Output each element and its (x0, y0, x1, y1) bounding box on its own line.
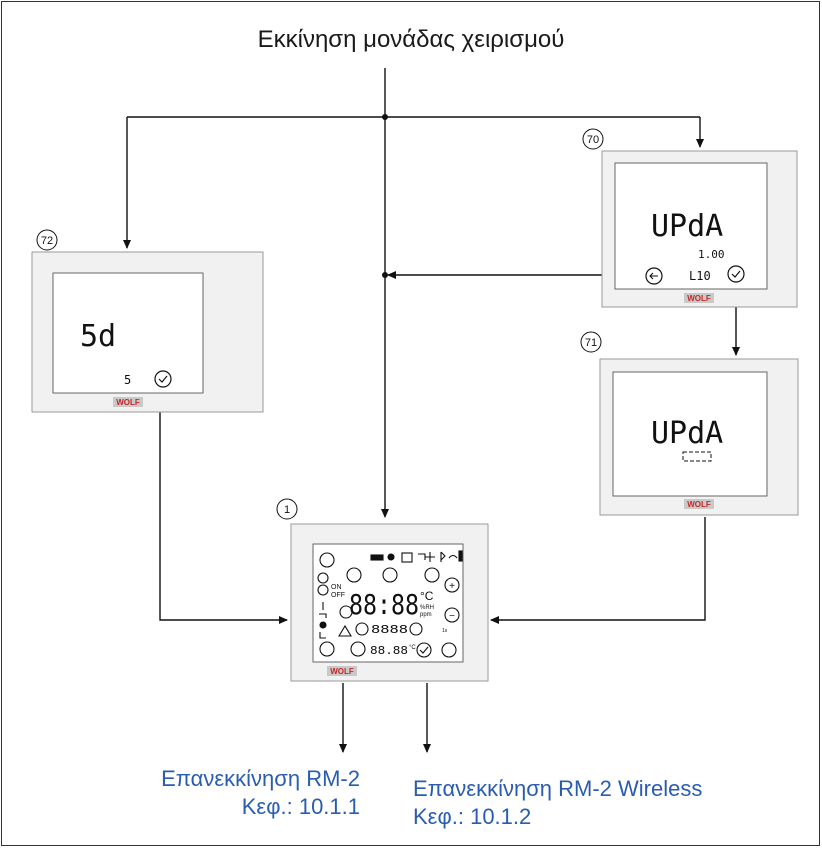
lcd-value-72: 5 (124, 373, 131, 387)
gear-icon (387, 553, 395, 561)
device-1: 1 ON OFF (276, 498, 489, 682)
72-to-1-line (159, 383, 288, 624)
tap-icon (418, 553, 426, 560)
device-70: 70 UPdA 1.00 L10 WOLF (582, 128, 798, 308)
fan-icon (425, 552, 435, 562)
lcd-version-70: L10 (689, 269, 711, 283)
power-icon (317, 572, 329, 584)
svg-text:WOLF: WOLF (687, 294, 711, 303)
lcd-main-71: UPdA (651, 416, 723, 451)
number-70: 70 (587, 134, 599, 146)
minus-icon (444, 607, 460, 623)
output-left-line2: Κεφ.: 10.1.1 (241, 794, 360, 819)
svg-text:WOLF: WOLF (687, 500, 711, 509)
number-badge-70 (582, 128, 604, 150)
lcd-main-72: 5d (80, 319, 116, 354)
holiday-icon (319, 552, 335, 568)
diagram-title: Εκκίνηση μονάδας χειρισμού (257, 26, 565, 53)
71-to-1-line (490, 517, 706, 624)
check-icon-70 (727, 265, 745, 283)
number-badge-72 (36, 229, 58, 251)
timer-icon (319, 641, 335, 657)
bottom-unit: °C (409, 645, 416, 651)
device-72: 72 5d 5 WOLF (31, 229, 264, 413)
unit-ppm: ppm (420, 612, 432, 618)
pump-icon (370, 554, 384, 561)
number-72: 72 (41, 235, 53, 247)
svg-text:−: − (449, 611, 455, 622)
lcd-main-70: UPdA (651, 209, 723, 244)
number-71: 71 (585, 337, 597, 349)
unit-c: °C (420, 589, 434, 603)
bluetooth-icon (440, 551, 446, 562)
wolf-logo-71 (684, 499, 714, 509)
warning-icon (338, 624, 352, 637)
menu-icon (441, 642, 457, 658)
output-left: Επανεκκίνηση RM-2 Κεφ.: 10.1.1 (120, 765, 360, 821)
output-right: Επανεκκίνηση RM-2 Wireless Κεφ.: 10.1.2 (413, 775, 813, 831)
progress-indicator-71 (682, 451, 712, 462)
tap-icon-small (319, 613, 327, 618)
mode-icon-1 (346, 567, 362, 583)
eye-icon (382, 567, 398, 583)
output-right-line1: Επανεκκίνηση RM-2 Wireless (413, 776, 703, 801)
check-icon-1 (416, 642, 432, 658)
left-arrow-icon (355, 622, 369, 636)
lcd-big-digits: 88:88 (349, 588, 419, 621)
wifi-icon (448, 554, 458, 559)
info-icon (339, 605, 353, 619)
on-label: ON (331, 584, 342, 591)
lcd-mid-digits: 8888 (371, 623, 408, 636)
unit-rh: %RH (420, 605, 434, 611)
wolf-logo-72 (113, 397, 143, 407)
back-icon-70 (645, 267, 663, 285)
number-badge-71 (580, 331, 602, 353)
hand-icon (319, 632, 326, 639)
settings-icon (424, 567, 440, 583)
number-1: 1 (284, 504, 290, 516)
svg-text:WOLF: WOLF (116, 398, 140, 407)
radiator-icon (401, 552, 413, 563)
battery-icon (458, 550, 463, 562)
lcd-sub-70: 1.00 (698, 248, 725, 261)
device-71: 71 UPdA WOLF (580, 331, 799, 516)
check-icon-72 (154, 370, 172, 388)
right-arrow-icon (409, 622, 423, 636)
wolf-logo-1 (327, 666, 357, 676)
clock-icon (317, 584, 329, 596)
gear-icon-small (319, 621, 327, 629)
svg-text:+: + (449, 581, 455, 592)
plus-icon (444, 577, 460, 593)
output-right-line2: Κεφ.: 10.1.2 (413, 804, 532, 829)
mode-buttons (338, 567, 460, 658)
number-badge-1 (276, 498, 298, 520)
icon-row-top (319, 550, 463, 568)
back-icon-1 (350, 641, 366, 657)
off-label: OFF (331, 592, 345, 599)
onex-label: 1x (442, 628, 448, 634)
svg-text:WOLF: WOLF (330, 667, 354, 676)
lcd-bottom-digits: 88.88 (370, 644, 408, 657)
connectors (123, 68, 740, 753)
junction-dot-top (382, 114, 388, 120)
wolf-logo-70 (684, 293, 714, 303)
junction-dot-mid (382, 272, 388, 278)
icon-column-left (317, 572, 335, 657)
output-left-line1: Επανεκκίνηση RM-2 (161, 766, 360, 791)
